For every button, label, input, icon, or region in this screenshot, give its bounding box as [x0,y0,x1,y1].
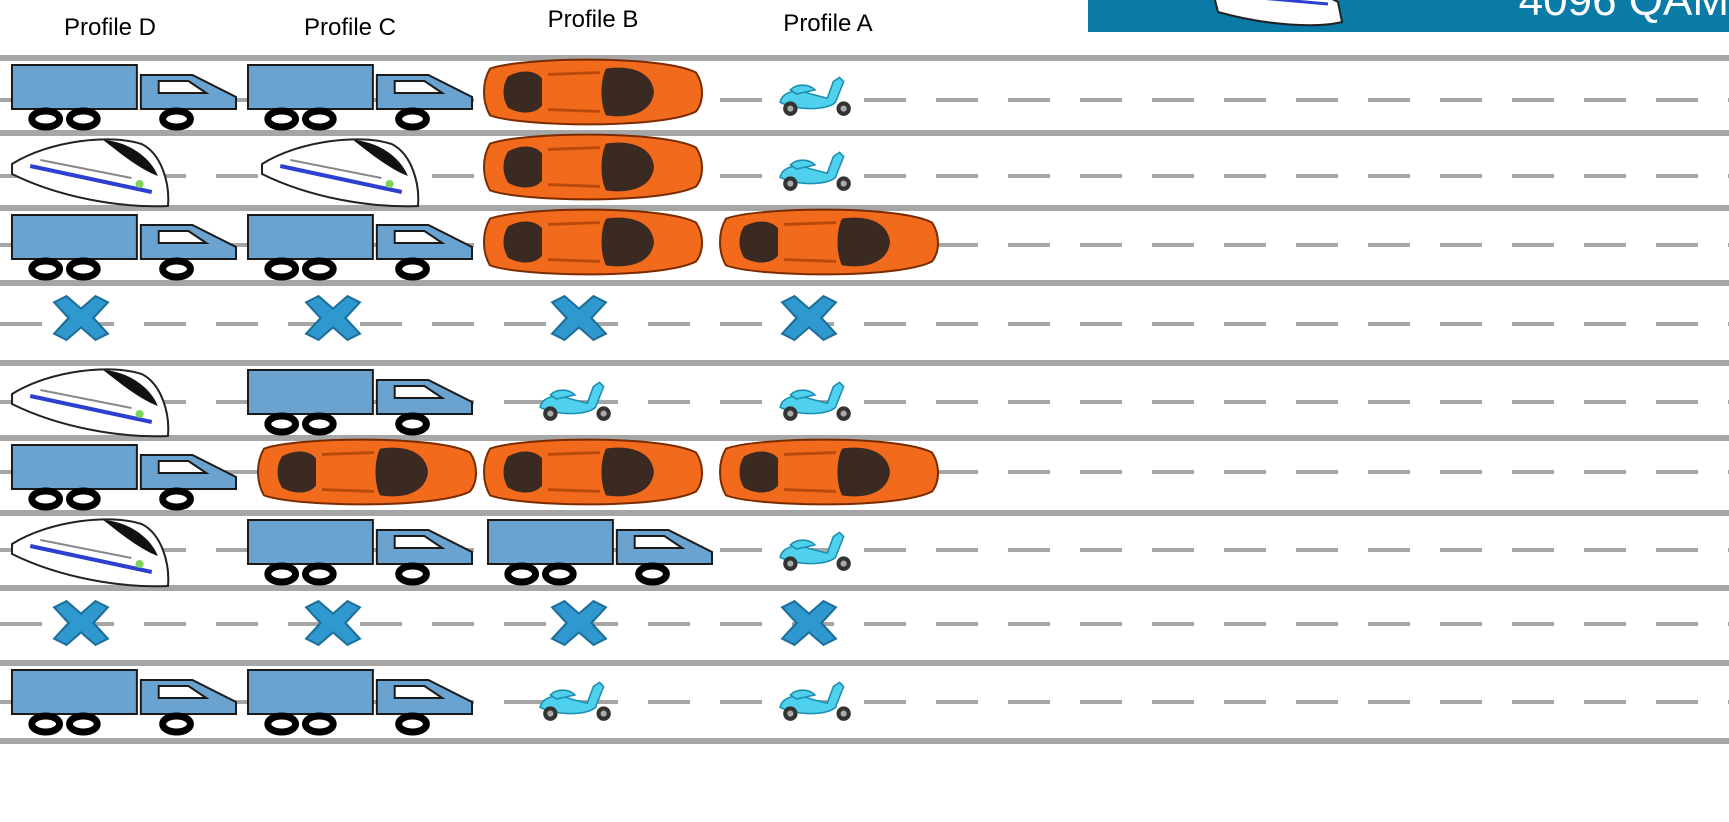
cross-icon [302,599,364,647]
truck-icon [10,213,238,283]
profile-label: Profile D [63,14,157,41]
cross-icon [50,294,112,342]
lane-center-dash [0,622,1729,626]
train-icon [10,134,172,210]
car-icon [482,130,706,204]
scooter-icon [776,672,858,724]
scooter-icon [776,67,858,119]
truck-icon [246,213,474,283]
profile-label: Profile C [303,14,397,41]
cross-icon [302,294,364,342]
scooter-icon [536,372,618,424]
car-icon [482,205,706,279]
truck-icon [10,668,238,738]
lane-line [0,660,1729,666]
lane-center-dash [0,174,1729,178]
lane-line [0,130,1729,136]
train-icon [1213,0,1344,27]
profile-label: Profile A [783,10,873,37]
lane-line [0,435,1729,441]
lane-line [0,360,1729,366]
cross-icon [548,599,610,647]
cross-icon [778,599,840,647]
lane-center-dash [0,548,1729,552]
banner-text: 4096 QAM [1518,0,1729,25]
car-icon [718,205,942,279]
scooter-icon [776,522,858,574]
lane-line [0,205,1729,211]
car-icon [482,55,706,129]
cross-icon [50,599,112,647]
cross-icon [548,294,610,342]
truck-icon [246,668,474,738]
cross-icon [778,294,840,342]
truck-icon [486,518,714,588]
lane-line [0,510,1729,516]
train-icon [260,134,422,210]
train-icon [10,364,172,440]
profile-label: Profile B [547,6,639,33]
lane-center-dash [0,700,1729,704]
lane-line [0,738,1729,744]
car-icon [256,435,480,509]
scooter-icon [536,672,618,724]
scooter-icon [776,372,858,424]
lane-line [0,585,1729,591]
truck-icon [10,63,238,133]
train-icon [10,514,172,590]
qam-banner: 4096 QAM [1088,0,1729,32]
lane-line [0,55,1729,61]
lane-center-dash [0,98,1729,102]
scooter-icon [776,142,858,194]
truck-icon [246,368,474,438]
car-icon [718,435,942,509]
lane-line [0,280,1729,286]
truck-icon [10,443,238,513]
car-icon [482,435,706,509]
lane-center-dash [0,322,1729,326]
truck-icon [246,63,474,133]
lane-center-dash [0,400,1729,404]
truck-icon [246,518,474,588]
